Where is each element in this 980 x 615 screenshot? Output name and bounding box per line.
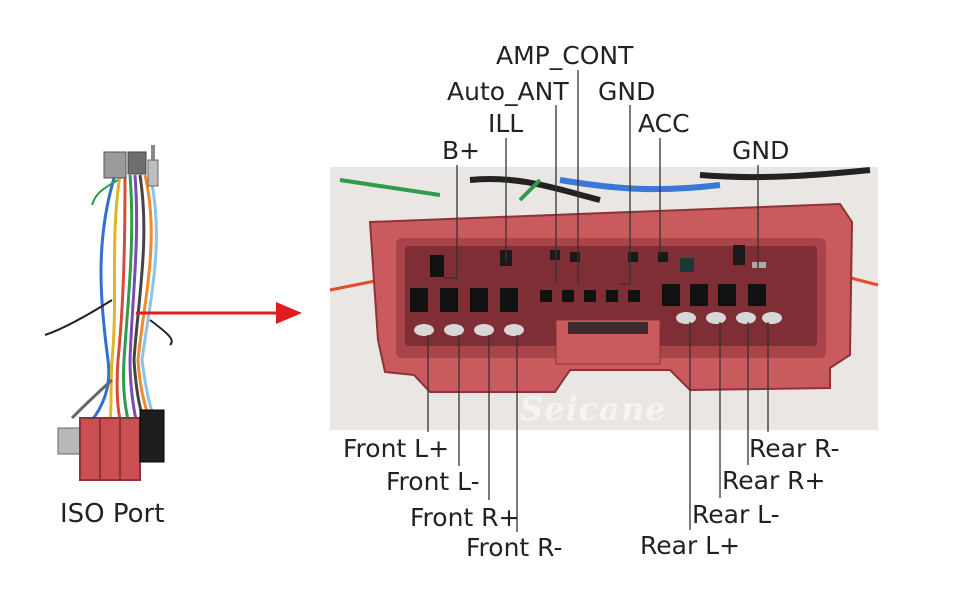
connector-photo xyxy=(329,167,879,430)
pin-label-gnd-right: GND xyxy=(732,136,790,165)
pin-label-rear-r-plus: Rear R+ xyxy=(722,466,826,495)
pin-label-rear-l-plus: Rear L+ xyxy=(640,531,741,560)
pin-label-front-l-plus: Front L+ xyxy=(343,434,450,463)
bottom-leader-lines xyxy=(427,322,769,532)
iso-port-label: ISO Port xyxy=(60,499,165,529)
pin-label-b-plus: B+ xyxy=(442,136,481,165)
pin-label-front-r-minus: Front R- xyxy=(466,533,563,562)
pointer-arrow xyxy=(136,302,302,324)
pin-label-gnd-top: GND xyxy=(598,77,656,106)
pin-label-rear-r-minus: Rear R- xyxy=(749,434,840,463)
pin-label-front-r-plus: Front R+ xyxy=(410,503,520,532)
top-leader-lines xyxy=(445,70,759,285)
pin-label-amp-cont: AMP_CONT xyxy=(496,41,634,70)
iso-harness-image xyxy=(44,145,173,481)
watermark-logo: Seicane xyxy=(520,390,667,428)
pin-label-acc: ACC xyxy=(638,109,690,138)
pin-label-auto-ant: Auto_ANT xyxy=(447,77,569,106)
pin-label-rear-l-minus: Rear L- xyxy=(692,500,780,529)
pin-label-ill: ILL xyxy=(488,109,524,138)
pin-label-front-l-minus: Front L- xyxy=(386,467,480,496)
